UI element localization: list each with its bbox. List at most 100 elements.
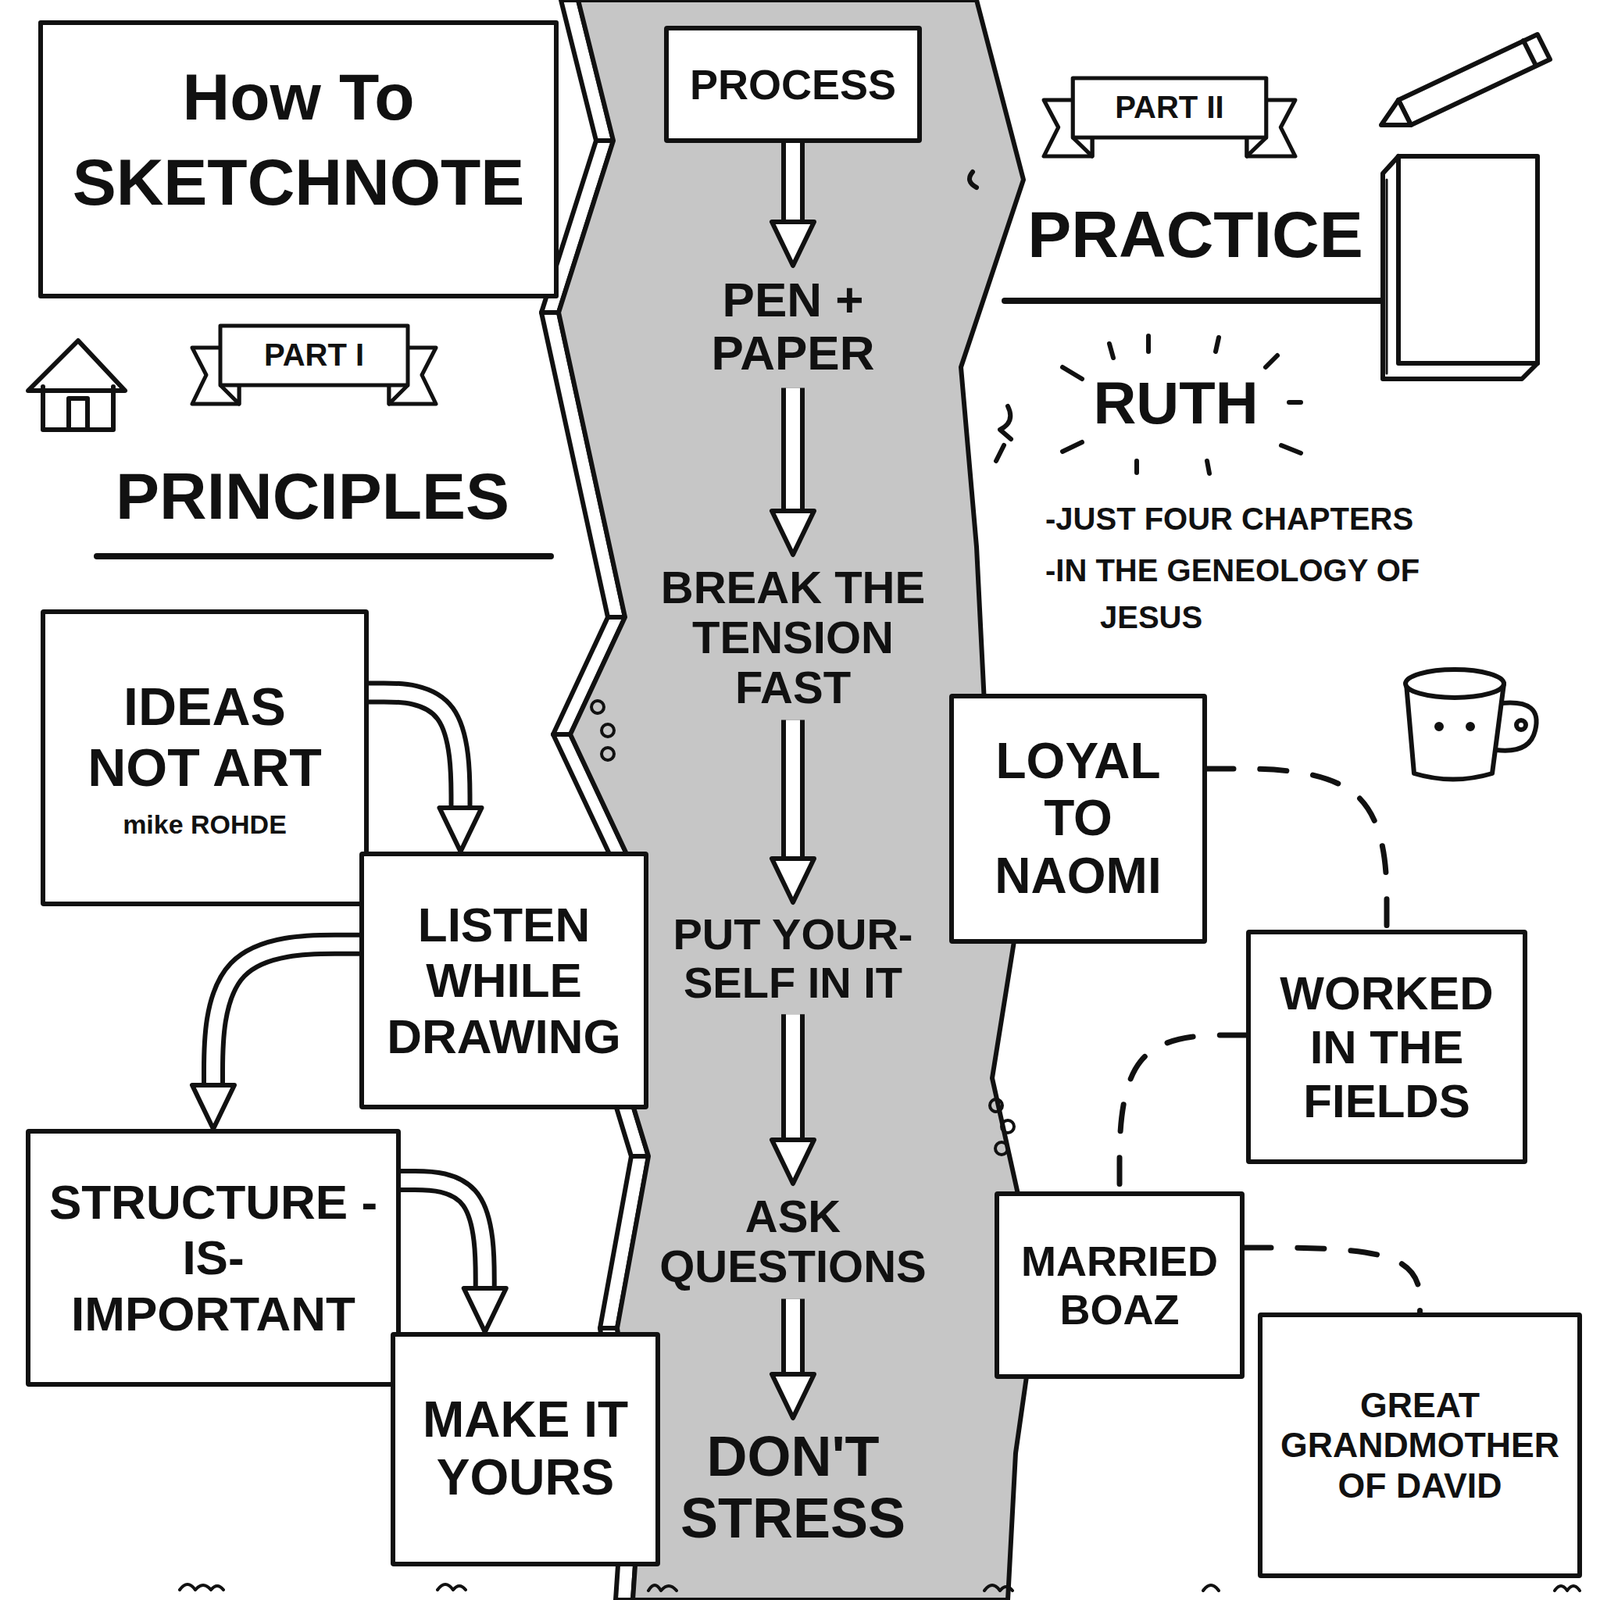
node-text: PART I <box>228 336 400 373</box>
process-box: PROCESS <box>664 25 922 143</box>
node-text: PART II <box>1079 89 1260 125</box>
node-text: WORKED IN THE FIELDS <box>1267 966 1506 1129</box>
pencil-icon <box>1381 34 1550 125</box>
emphasis-rays <box>1289 400 1301 405</box>
arrow-head-carrier <box>368 692 461 852</box>
bubble-dots <box>601 747 615 761</box>
heading-underline <box>1004 297 1383 304</box>
principle-box: MAKE IT YOURS <box>390 1332 661 1567</box>
note-text: -JUST FOUR CHAPTERS <box>1045 500 1577 538</box>
fact-box: MARRIED BOAZ <box>994 1191 1245 1379</box>
arrow-fill <box>785 1014 800 1151</box>
process-step: BREAK THE TENSION FAST <box>636 562 950 712</box>
house-icon <box>42 386 114 430</box>
process-step: PUT YOUR- SELF IN IT <box>636 910 950 1007</box>
arrow-outline <box>781 1299 805 1386</box>
arrow-fill <box>400 1180 486 1300</box>
arrow-head-carrier <box>792 1014 794 1184</box>
topic-heading: RUTH <box>1074 367 1278 439</box>
process-step: PEN + PAPER <box>636 273 950 380</box>
part-banner: PART II <box>1040 68 1299 171</box>
principle-box: STRUCTURE -IS- IMPORTANT <box>25 1128 401 1387</box>
mug-icon <box>1516 720 1526 730</box>
principle-box: IDEAS NOT ART mike ROHDE <box>40 609 369 907</box>
emphasis-rays <box>1109 343 1114 358</box>
connector-line <box>1119 1035 1247 1192</box>
arrow-fill <box>785 387 800 522</box>
connector-line <box>1244 1247 1421 1313</box>
arrow-connector <box>792 719 794 903</box>
node-text: IDEAS NOT ART <box>62 675 347 798</box>
arrow-connector <box>792 387 794 555</box>
band-side-rungs <box>600 1325 618 1331</box>
arrow-head-carrier <box>792 142 794 266</box>
bubble-dots <box>995 1142 1008 1155</box>
node-text: STRUCTURE -IS- IMPORTANT <box>47 1174 379 1342</box>
arrow-outline <box>781 1014 805 1151</box>
mug-icon <box>1405 669 1504 698</box>
mug-icon <box>1436 724 1442 729</box>
emphasis-rays <box>1062 442 1083 452</box>
emphasis-rays <box>1062 367 1083 379</box>
node-text: MAKE IT YOURS <box>412 1391 639 1507</box>
principle-box: LISTEN WHILE DRAWING <box>359 851 649 1110</box>
mug-icon <box>1496 702 1537 750</box>
section-heading: PRACTICE <box>1007 195 1383 275</box>
band-side-rungs <box>541 310 559 315</box>
arrow-outline <box>368 692 461 819</box>
band-crack <box>969 171 1011 461</box>
node-text: GREAT GRANDMOTHER OF DAVID <box>1279 1385 1561 1506</box>
arrow-head-carrier <box>400 1180 486 1333</box>
emphasis-rays <box>1134 460 1140 473</box>
arrow-fill <box>368 692 461 819</box>
arrow-connector <box>792 1299 794 1418</box>
fact-box: LOYAL TO NAOMI <box>949 693 1208 944</box>
ribbon-band <box>220 325 408 386</box>
arrow-head-carrier <box>792 387 794 555</box>
arrow-head-carrier <box>792 1299 794 1418</box>
arrow-fill <box>785 142 800 233</box>
emphasis-rays <box>1265 355 1278 368</box>
book-icon <box>1398 156 1538 364</box>
ribbon-fold <box>220 385 408 404</box>
fact-box: WORKED IN THE FIELDS <box>1246 929 1528 1165</box>
process-step: ASK QUESTIONS <box>636 1191 950 1292</box>
ribbon-shape <box>1043 78 1296 157</box>
emphasis-rays <box>1215 337 1219 352</box>
node-text: PEN + PAPER <box>636 273 950 380</box>
bubble-dots <box>989 1099 1003 1112</box>
mug-icon <box>1467 724 1473 729</box>
emphasis-rays <box>1281 445 1301 454</box>
arrow-connector <box>792 142 794 266</box>
dashed-connector <box>1207 768 1387 930</box>
node-text: mike ROHDE <box>62 809 347 840</box>
title-text: How To SKETCHNOTE <box>56 54 541 225</box>
ribbon-fold <box>1072 137 1267 157</box>
arrow-outline <box>213 944 360 1097</box>
arrow-connector <box>792 1014 794 1184</box>
node-text: PROCESS <box>685 60 900 109</box>
section-heading: PRINCIPLES <box>70 457 555 536</box>
emphasis-rays <box>1207 460 1210 474</box>
arrow-connector <box>213 944 360 1129</box>
emphasis-rays <box>1062 335 1301 474</box>
node-text: ASK QUESTIONS <box>636 1191 950 1292</box>
grass <box>179 1584 1580 1591</box>
node-text: LOYAL TO NAOMI <box>971 732 1186 906</box>
arrow-head-carrier <box>213 944 360 1129</box>
title-box <box>40 22 557 297</box>
ribbon-shape <box>192 325 436 404</box>
arrow-outline <box>781 142 805 233</box>
book-icon <box>1382 156 1538 379</box>
arrow-outline <box>781 719 805 870</box>
note-text: -IN THE GENEOLOGY OF JESUS <box>1045 546 1468 641</box>
dashed-connector <box>1244 1247 1421 1313</box>
process-step: DON'T STRESS <box>636 1425 950 1550</box>
connector-line <box>1207 768 1387 930</box>
arrow-outline <box>781 387 805 522</box>
bubble-dots <box>591 700 604 714</box>
node-text: LISTEN WHILE DRAWING <box>381 896 627 1065</box>
arrow-fill <box>213 944 360 1097</box>
pencil-icon <box>1381 100 1411 125</box>
